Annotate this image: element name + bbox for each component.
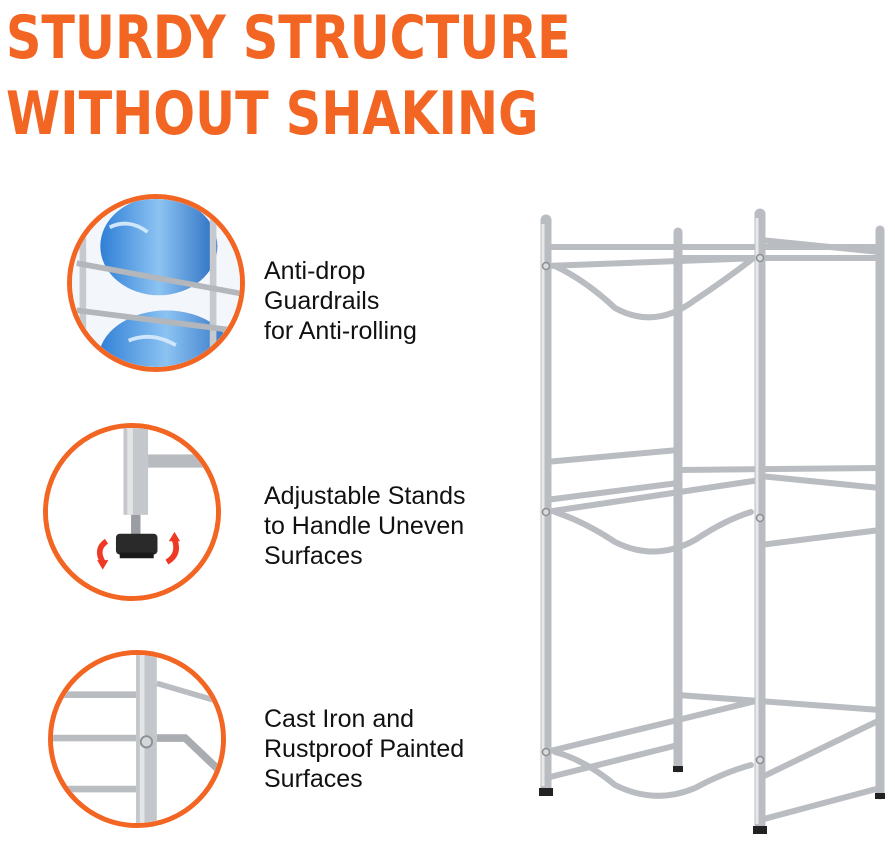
headline: STURDY STRUCTURE WITHOUT SHAKING (6, 0, 571, 152)
feature-text-1: Anti-drop Guardrails for Anti-rolling (264, 256, 417, 346)
feature-line: Surfaces (264, 765, 363, 793)
water-bottle-rack-image (539, 208, 885, 834)
feature-line: Surfaces (264, 542, 363, 570)
feature-line: Anti-drop (264, 257, 366, 285)
headline-line-1: STURDY STRUCTURE (6, 3, 571, 73)
feature-line: Guardrails (264, 287, 380, 315)
feature-line: Adjustable Stands (264, 482, 466, 510)
feature-line: for Anti-rolling (264, 317, 417, 345)
feature-line: Rustproof Painted (264, 735, 465, 763)
feature-line: to Handle Uneven (264, 512, 465, 540)
feature-text-3: Cast Iron and Rustproof Painted Surfaces (264, 704, 464, 794)
feature-line: Cast Iron and (264, 705, 415, 733)
headline-line-2: WITHOUT SHAKING (6, 79, 539, 149)
adjustable-foot-icon (43, 423, 221, 601)
water-bottle-guardrail-icon (67, 194, 245, 372)
feature-text-2: Adjustable Stands to Handle Uneven Surfa… (264, 481, 466, 571)
metal-joint-icon (48, 650, 226, 828)
